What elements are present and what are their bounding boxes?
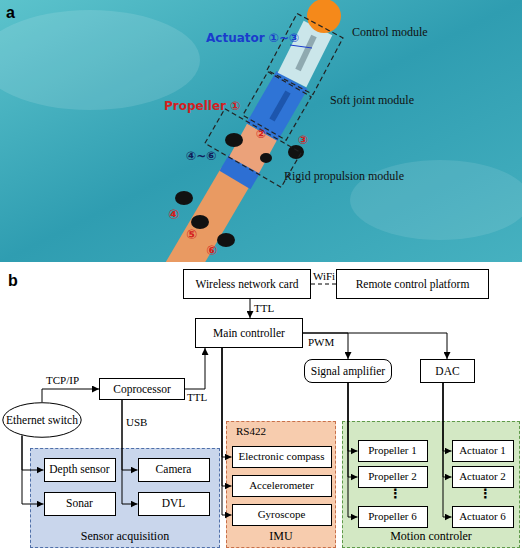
callout-number: ③ bbox=[298, 134, 308, 147]
node-label: Wireless network card bbox=[196, 278, 299, 291]
node-label: Ethernet switch bbox=[6, 414, 78, 427]
node-label: Actuator 1 bbox=[459, 444, 506, 456]
water-reflection bbox=[0, 10, 200, 110]
node-label: Depth sensor bbox=[49, 463, 109, 476]
group-band: Sensor acquisition Depth sensor CameraSona… bbox=[30, 448, 220, 548]
connector bbox=[185, 348, 205, 389]
soft-joint-body bbox=[262, 80, 292, 132]
sensor-box: Depth sensor bbox=[44, 458, 116, 482]
node-label: Gyroscope bbox=[258, 508, 306, 520]
propeller bbox=[217, 233, 235, 247]
node-label: Main controller bbox=[213, 327, 285, 340]
group-label: Motion controler bbox=[343, 529, 519, 544]
actuator-box: Actuator 6 bbox=[452, 506, 514, 528]
node-label: Signal amplifier bbox=[311, 365, 385, 378]
process-box: Wireless network card bbox=[183, 269, 311, 299]
node-label: Coprocessor bbox=[113, 383, 171, 396]
control-electronics bbox=[298, 36, 314, 70]
soft-joint-stripe bbox=[272, 92, 288, 120]
rear-tube bbox=[172, 176, 236, 262]
propeller bbox=[191, 215, 209, 229]
propeller bbox=[225, 133, 243, 147]
panel-letter: a bbox=[6, 4, 15, 22]
node-label: DVL bbox=[162, 497, 186, 510]
process-box: Main controller bbox=[195, 318, 303, 348]
amplifier-box: Signal amplifier bbox=[304, 359, 392, 383]
group-label: Sensor acquisition bbox=[31, 529, 219, 544]
edge-label: TTL bbox=[254, 302, 274, 314]
node-label: Accelerometer bbox=[249, 479, 314, 491]
group-label: IMU bbox=[227, 529, 335, 544]
node-label: Propeller 2 bbox=[368, 470, 417, 482]
ellipse-shape bbox=[3, 403, 81, 438]
propeller bbox=[175, 191, 193, 205]
part-label: Control module bbox=[352, 26, 428, 39]
connector bbox=[311, 284, 336, 285]
sensor-box: DVL bbox=[138, 492, 210, 516]
switch-ellipse: Ethernet switch bbox=[2, 402, 82, 438]
panel-letter: b bbox=[8, 272, 18, 290]
propeller-box: Propeller 6 bbox=[358, 506, 428, 528]
dashed-frame bbox=[243, 72, 311, 140]
nose-cap bbox=[307, 0, 341, 33]
part-label: Actuator ①~③ bbox=[206, 32, 299, 45]
process-box: DAC bbox=[420, 359, 475, 383]
part-label: Rigid propulsion module bbox=[284, 170, 404, 183]
sensor-box: Sonar bbox=[44, 492, 116, 516]
node-label: Propeller 1 bbox=[368, 444, 417, 456]
edge-label: TCP/IP bbox=[46, 374, 79, 386]
edge-label: TTL bbox=[187, 391, 207, 403]
propeller bbox=[260, 153, 272, 163]
ellipsis-mark: ⋮ bbox=[479, 487, 492, 501]
actuator-box: Actuator 2 bbox=[452, 466, 514, 488]
node-label: Sonar bbox=[66, 497, 93, 510]
edge-label: PWM bbox=[308, 336, 334, 348]
node-label: DAC bbox=[435, 365, 459, 378]
process-box: Remote control platform bbox=[336, 269, 489, 299]
propeller-box: Propeller 2 bbox=[358, 466, 428, 488]
connector bbox=[250, 299, 251, 318]
edge-label: RS422 bbox=[236, 425, 266, 437]
connector bbox=[303, 333, 348, 359]
node-label: Actuator 2 bbox=[459, 470, 506, 482]
group-band: Motion controler Propeller 1 Actuator 1 Pro… bbox=[342, 421, 520, 548]
sensor-box: Electronic compass bbox=[232, 446, 332, 468]
actuator-box: Actuator 1 bbox=[452, 440, 514, 462]
callout-number: ② bbox=[256, 128, 266, 141]
node-label: Camera bbox=[156, 463, 192, 476]
process-box: Coprocessor bbox=[99, 378, 185, 400]
leader-line bbox=[290, 45, 312, 48]
node-label: Remote control platform bbox=[356, 278, 470, 291]
soft-joint-frame bbox=[243, 72, 311, 140]
callout-number: ⑤ bbox=[186, 228, 197, 242]
callout-number: ⑥ bbox=[206, 244, 217, 258]
dashed-frame bbox=[267, 14, 343, 95]
node-label: Actuator 6 bbox=[459, 510, 506, 522]
edge-label: USB bbox=[126, 416, 147, 428]
node-label: Electronic compass bbox=[239, 450, 325, 462]
callout-number: ④~⑥ bbox=[186, 150, 216, 163]
sensor-box: Gyroscope bbox=[232, 504, 332, 526]
group-band: IMU Electronic compassAccelerometerGyrosc… bbox=[226, 421, 336, 548]
callout-number: ④ bbox=[168, 208, 179, 222]
edge-label: WiFi bbox=[313, 270, 335, 282]
sensor-box: Accelerometer bbox=[232, 475, 332, 497]
control-module-frame bbox=[267, 14, 343, 95]
part-label: Propeller ① bbox=[164, 100, 240, 113]
connector bbox=[303, 333, 447, 359]
sensor-box: Camera bbox=[138, 458, 210, 482]
node-label: Propeller 6 bbox=[368, 510, 417, 522]
part-label: Soft joint module bbox=[330, 94, 414, 107]
ellipsis-mark: ⋮ bbox=[389, 487, 402, 501]
connector bbox=[42, 389, 99, 402]
propeller-box: Propeller 1 bbox=[358, 440, 428, 462]
